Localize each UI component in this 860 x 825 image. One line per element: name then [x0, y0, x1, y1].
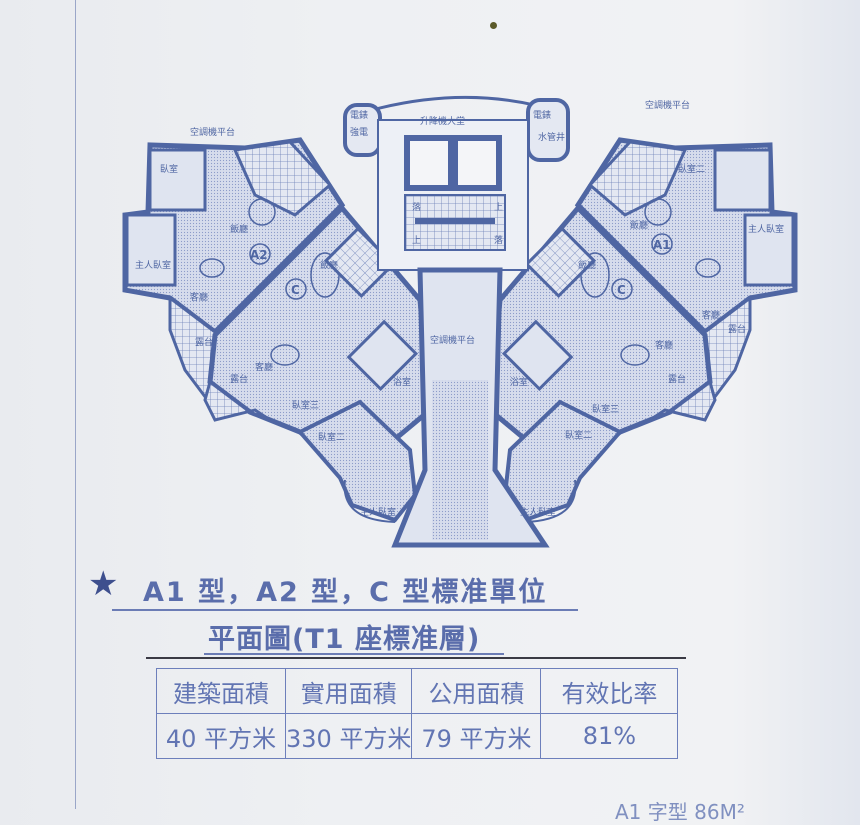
label-meter-left: 電錶 — [350, 109, 368, 121]
footer-partial-text: A1 字型 86M² — [615, 800, 745, 824]
label-c-right-bed3: 臥室三 — [592, 403, 619, 415]
label-c-right-living: 客廳 — [655, 339, 673, 351]
title-underline-1 — [112, 609, 578, 611]
label-c-right-dining: 飯廳 — [578, 259, 596, 271]
label-a1-balcony: 露台 — [728, 323, 746, 335]
header-gross-area: 建築面積 — [156, 668, 286, 714]
label-c-left-bed3: 臥室三 — [292, 399, 319, 411]
label-c-left-dining: 飯廳 — [320, 259, 338, 271]
label-c-left-bed2: 臥室二 — [318, 431, 345, 443]
label-c-right-bed2: 臥室二 — [565, 429, 592, 441]
label-c-left-balcony: 露台 — [230, 373, 248, 385]
header-efficiency: 有效比率 — [540, 668, 679, 714]
label-a1-bed2: 臥室二 — [678, 163, 705, 175]
label-c-left-bath: 浴室 — [393, 376, 411, 388]
label-a1-living: 客廳 — [702, 309, 720, 321]
label-down-2: 落 — [494, 234, 503, 246]
label-duct-left: 強電 — [350, 126, 368, 138]
table-header-row: 建築面積 實用面積 公用面積 有效比率 — [156, 668, 679, 714]
title-line-1-text: A1 型，A2 型，C 型標准單位 — [143, 577, 548, 608]
label-lift-lobby: 升降機大堂 — [420, 115, 465, 127]
label-c-right-master: 主人臥室 — [520, 506, 556, 518]
label-meter-right: 電錶 — [533, 109, 551, 121]
unit-tag-a2: A2 — [250, 248, 268, 262]
star-icon: ★ — [88, 564, 121, 604]
area-table: 建築面積 實用面積 公用面積 有效比率 40 平方米 330 平方米 79 平方… — [156, 668, 679, 759]
title-line-2: 平面圖(T1 座標准層) — [208, 624, 481, 655]
label-a2-master: 主人臥室 — [135, 259, 171, 271]
label-up-2: 上 — [412, 235, 421, 246]
label-c-right-bath: 浴室 — [510, 376, 528, 388]
label-c-right-balcony: 露台 — [668, 373, 686, 385]
header-saleable-area: 實用面積 — [284, 668, 413, 714]
value-gross-area: 40 平方米 — [156, 713, 286, 759]
label-a2-balcony: 露台 — [195, 336, 213, 348]
value-saleable-area: 330 平方米 — [284, 713, 413, 759]
title-underline-2 — [204, 653, 504, 655]
label-up-1: 上 — [494, 202, 503, 213]
ink-speck — [490, 22, 497, 29]
unit-tag-a1: A1 — [653, 238, 671, 252]
label-c-left-living: 客廳 — [255, 361, 273, 373]
label-a2-bedroom: 臥室 — [160, 163, 178, 175]
value-common-area: 79 平方米 — [411, 713, 542, 759]
divider — [146, 657, 686, 659]
label-down-1: 落 — [412, 201, 421, 213]
table-row: 40 平方米 330 平方米 79 平方米 81% — [156, 713, 679, 759]
margin-line — [75, 0, 76, 809]
value-efficiency: 81% — [540, 713, 679, 759]
floor-plan: 升降機大堂 電錶 電錶 強電 水管井 空調機平台 空調機平台 空調機平台 落 上… — [0, 95, 860, 548]
label-ac-right: 空調機平台 — [645, 99, 690, 111]
label-a2-dining: 飯廳 — [230, 223, 248, 235]
label-c-left-master: 主人臥室 — [360, 506, 396, 518]
unit-tag-c-right: C — [617, 283, 626, 297]
label-a1-dining: 飯廳 — [630, 219, 648, 231]
label-duct-right: 水管井 — [538, 131, 565, 143]
label-ac-left: 空調機平台 — [190, 126, 235, 138]
label-a1-master: 主人臥室 — [748, 223, 784, 235]
unit-tag-c-left: C — [291, 283, 300, 297]
label-a2-living: 客廳 — [190, 291, 208, 303]
header-common-area: 公用面積 — [411, 668, 542, 714]
label-ac-center: 空調機平台 — [430, 334, 475, 346]
